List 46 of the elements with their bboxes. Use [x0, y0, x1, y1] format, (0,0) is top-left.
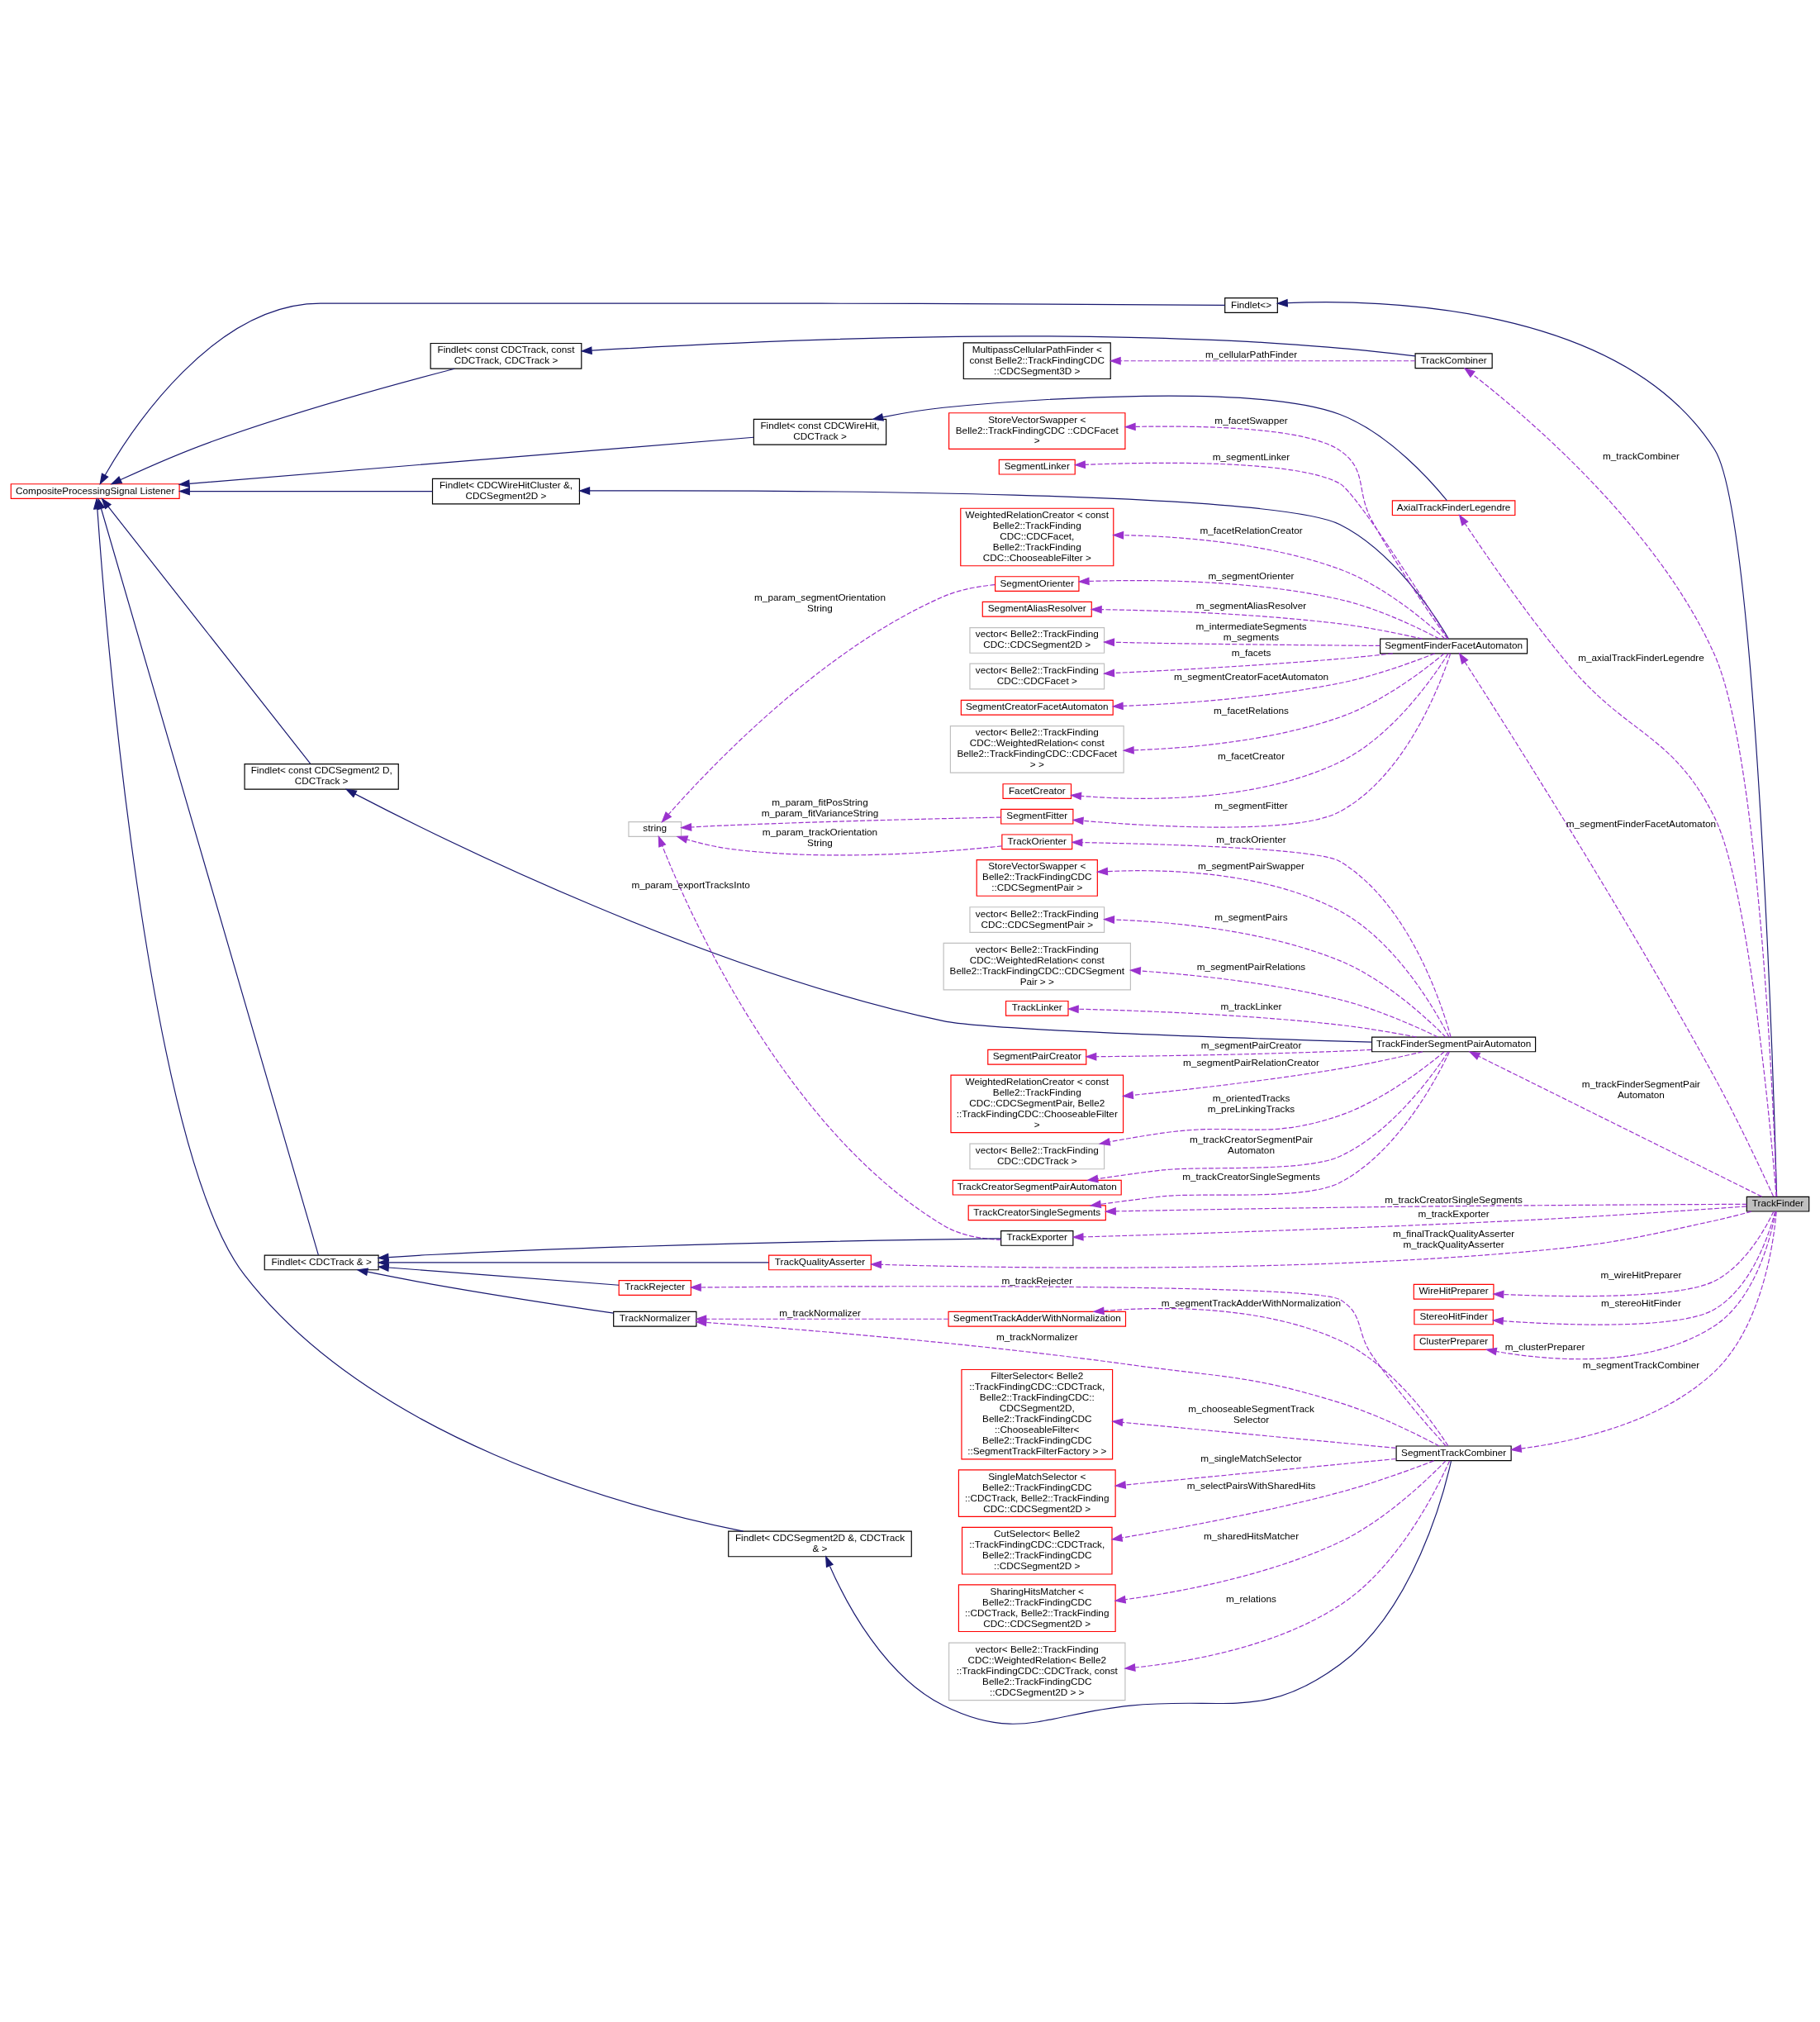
edge-label: m_trackExporter: [1418, 1207, 1490, 1219]
edge-label: m_facetCreator: [1217, 749, 1285, 761]
edge-label: m_param_exportTracksInto: [631, 878, 750, 890]
edge-label: m_param_trackOrientation String: [762, 825, 878, 848]
edge-label: m_selectPairsWithSharedHits: [1186, 1480, 1316, 1492]
edge-label: m_param_segmentOrientation String: [754, 591, 886, 613]
edge-label: m_relations: [1226, 1593, 1276, 1605]
edge-label: m_singleMatchSelector: [1200, 1453, 1302, 1464]
edge-label: m_facets: [1231, 646, 1271, 658]
edge-label: m_segmentLinker: [1212, 450, 1290, 462]
edge-label: m_facetSwapper: [1214, 415, 1288, 426]
edge-label: m_segmentTrackAdderWithNormalization: [1161, 1296, 1342, 1308]
edge-label: m_trackRejecter: [1001, 1274, 1073, 1286]
edge-label: m_segmentPairs: [1214, 911, 1288, 923]
edge-label: m_segmentFitter: [1214, 799, 1288, 811]
edge-label: m_axialTrackFinderLegendre: [1578, 651, 1704, 663]
edge-label: m_trackOrienter: [1216, 834, 1286, 845]
edge-label: m_segmentAliasResolver: [1195, 600, 1307, 611]
edge-label: m_trackNormalizer: [779, 1306, 861, 1318]
edge-label: m_segmentPairRelations: [1196, 961, 1306, 973]
edge-label: m_segmentFinderFacetAutomaton: [1566, 818, 1717, 830]
edge-label: m_trackCreatorSingleSegments: [1182, 1170, 1320, 1182]
edge-label: m_intermediateSegments m_segments: [1195, 620, 1307, 642]
edge-label: m_param_fitPosString m_param_fitVarianceString: [761, 797, 879, 819]
edge-label: m_trackCreatorSingleSegments: [1385, 1194, 1523, 1206]
edge-label: m_stereoHitFinder: [1601, 1296, 1681, 1308]
edge-label: m_wireHitPreparer: [1600, 1268, 1682, 1280]
edge-label: m_facetRelations: [1214, 705, 1289, 716]
edge-label: m_clusterPreparer: [1504, 1341, 1585, 1353]
edge-label: m_finalTrackQualityAsserter m_trackQualityAsserter: [1392, 1228, 1515, 1250]
edge-label: m_segmentPairRelationCreator: [1183, 1056, 1319, 1068]
edge-label: m_segmentPairSwapper: [1198, 859, 1304, 871]
edge-label: m_cellularPathFinder: [1205, 349, 1298, 360]
edge-label: m_segmentTrackCombiner: [1582, 1359, 1700, 1371]
edge-label: m_trackFinderSegmentPair Automaton: [1581, 1078, 1701, 1100]
edge-label: m_chooseableSegmentTrack Selector: [1188, 1403, 1314, 1425]
edge-label: m_trackCombiner: [1603, 450, 1680, 461]
edge-label: m_segmentCreatorFacetAutomaton: [1174, 671, 1329, 683]
edge-label: m_trackNormalizer: [996, 1331, 1078, 1343]
edge-label: m_orientedTracks m_preLinkingTracks: [1207, 1092, 1295, 1115]
edge-label: m_facetRelationCreator: [1200, 525, 1303, 536]
edge-label: m_trackCreatorSegmentPair Automaton: [1189, 1133, 1314, 1155]
edge-label: m_trackLinker: [1220, 1000, 1282, 1011]
edge-label: m_segmentOrienter: [1208, 569, 1295, 581]
edge-label: m_sharedHitsMatcher: [1203, 1530, 1300, 1541]
edge-label: m_segmentPairCreator: [1200, 1039, 1302, 1050]
